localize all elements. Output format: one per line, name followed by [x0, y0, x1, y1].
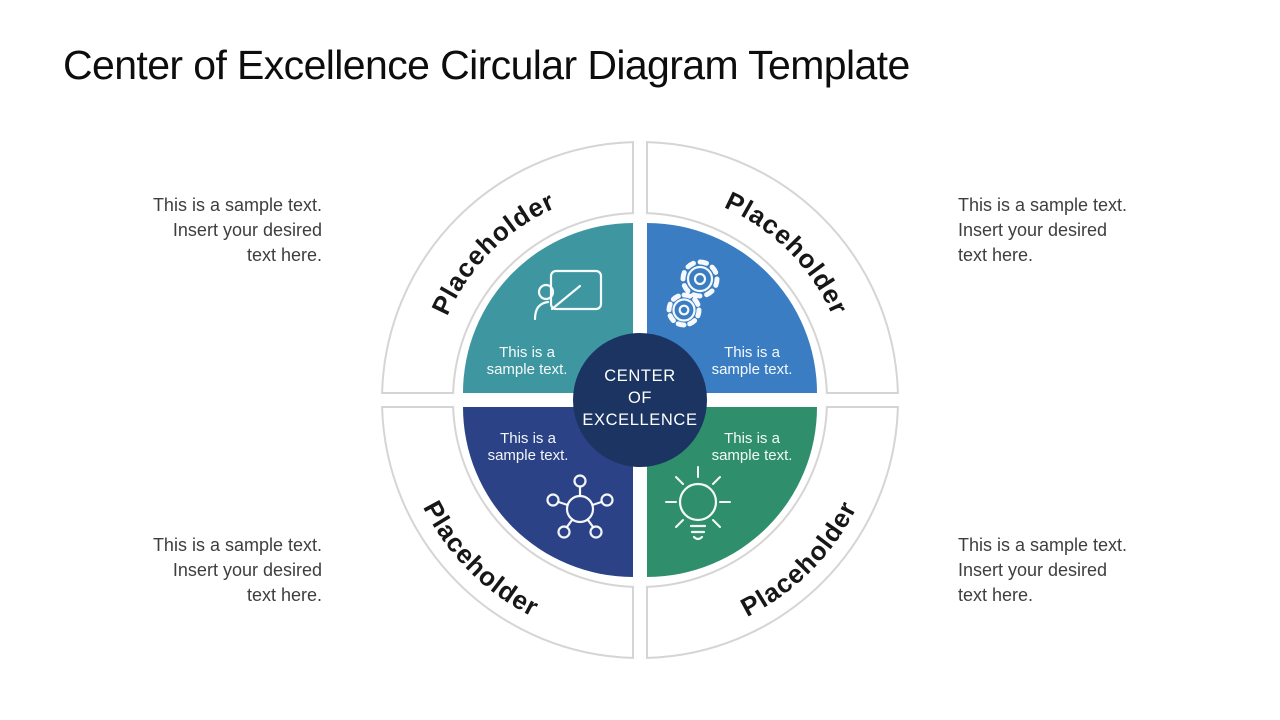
- quadrant-text-line: sample text.: [712, 361, 793, 378]
- annotation-top-right: This is a sample text. Insert your desir…: [958, 193, 1198, 268]
- annotation-line: Insert your desired: [958, 220, 1108, 240]
- quadrant-bottom-right: [647, 407, 817, 577]
- quadrant-top-left: [463, 223, 633, 393]
- ring-segment-top-right: [646, 141, 899, 394]
- quadrant-text-line: This is a: [500, 430, 557, 447]
- gears-icon: [666, 259, 720, 328]
- presentation-icon: [533, 269, 603, 321]
- center-title-line: OF: [628, 389, 652, 407]
- annotation-line: This is a sample text.: [958, 535, 1128, 555]
- ring-segment-bottom-right: [646, 406, 899, 659]
- page-title: Center of Excellence Circular Diagram Te…: [63, 42, 910, 88]
- annotation-top-left: This is a sample text. Insert your desir…: [82, 193, 322, 268]
- center-circle: [573, 333, 707, 467]
- annotation-bottom-left: This is a sample text. Insert your desir…: [82, 533, 322, 608]
- annotation-line: This is a sample text.: [958, 195, 1128, 215]
- center-title-line: EXCELLENCE: [582, 411, 697, 429]
- lightbulb-icon: [665, 466, 731, 541]
- annotation-line: text here.: [246, 585, 322, 605]
- annotation-line: Insert your desired: [958, 560, 1108, 580]
- quadrant-text-line: This is a: [499, 344, 556, 361]
- quadrant-text-line: sample text.: [712, 447, 793, 464]
- annotation-line: text here.: [958, 585, 1034, 605]
- annotation-bottom-right: This is a sample text. Insert your desir…: [958, 533, 1198, 608]
- annotation-line: This is a sample text.: [152, 195, 322, 215]
- annotation-line: This is a sample text.: [152, 535, 322, 555]
- annotation-line: text here.: [958, 245, 1034, 265]
- annotation-line: Insert your desired: [172, 220, 322, 240]
- annotation-line: text here.: [246, 245, 322, 265]
- ring-segment-top-left: [381, 141, 634, 394]
- quadrant-text-line: This is a: [724, 430, 781, 447]
- quadrant-text-line: sample text.: [487, 361, 568, 378]
- quadrant-text-line: sample text.: [488, 447, 569, 464]
- network-icon: [546, 474, 614, 539]
- quadrant-text-line: This is a: [724, 344, 781, 361]
- annotation-line: Insert your desired: [172, 560, 322, 580]
- ring-segment-bottom-left: [381, 406, 634, 659]
- center-title-line: CENTER: [604, 367, 675, 385]
